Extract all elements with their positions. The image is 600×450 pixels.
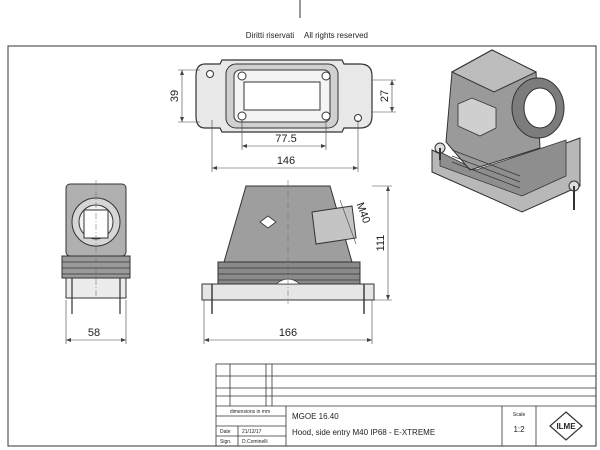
- front-view: [201, 180, 375, 314]
- sign-value: D.Cominelli: [242, 439, 268, 445]
- dim-top-right-height: 27: [372, 79, 396, 113]
- notice-english: All rights reserved: [304, 31, 368, 40]
- dim-front-height-label: 111: [375, 235, 387, 252]
- scale-value: 1:2: [513, 425, 525, 434]
- dim-top-inner-width: 77.5: [241, 120, 327, 150]
- dim-front-width: 166: [203, 300, 373, 344]
- date-value: 21/12/17: [242, 429, 262, 435]
- logo-text: ILME: [556, 422, 576, 431]
- isometric-view: [431, 49, 581, 213]
- title-block: [215, 363, 597, 447]
- dim-front-thread-label: M40: [354, 201, 373, 225]
- dim-top-height: 39: [169, 69, 200, 123]
- units-note: dimensions in mm: [230, 409, 270, 415]
- dim-top-right-height-label: 27: [379, 90, 391, 102]
- dim-side-width-label: 58: [88, 327, 100, 339]
- product-code: MGOE 16.40: [292, 412, 339, 421]
- sign-label: Sign.: [220, 439, 231, 445]
- dim-top-height-label: 39: [169, 90, 181, 102]
- dim-side-width: 58: [65, 300, 127, 344]
- dim-front-height: 111: [372, 185, 392, 301]
- date-label: Date: [220, 429, 231, 435]
- dim-top-total-width: 146: [211, 120, 359, 172]
- dim-front-width-label: 166: [279, 327, 297, 339]
- ilme-logo: ILME: [549, 411, 583, 441]
- scale-label: Scale: [513, 412, 526, 418]
- top-view: [195, 59, 373, 133]
- dim-top-inner-width-label: 77.5: [275, 133, 296, 145]
- side-view: [61, 180, 131, 314]
- product-description: Hood, side entry M40 IP68 - E-XTREME: [292, 428, 435, 437]
- notice-italian: Diritti riservati: [246, 31, 295, 40]
- dim-top-total-width-label: 146: [277, 155, 295, 167]
